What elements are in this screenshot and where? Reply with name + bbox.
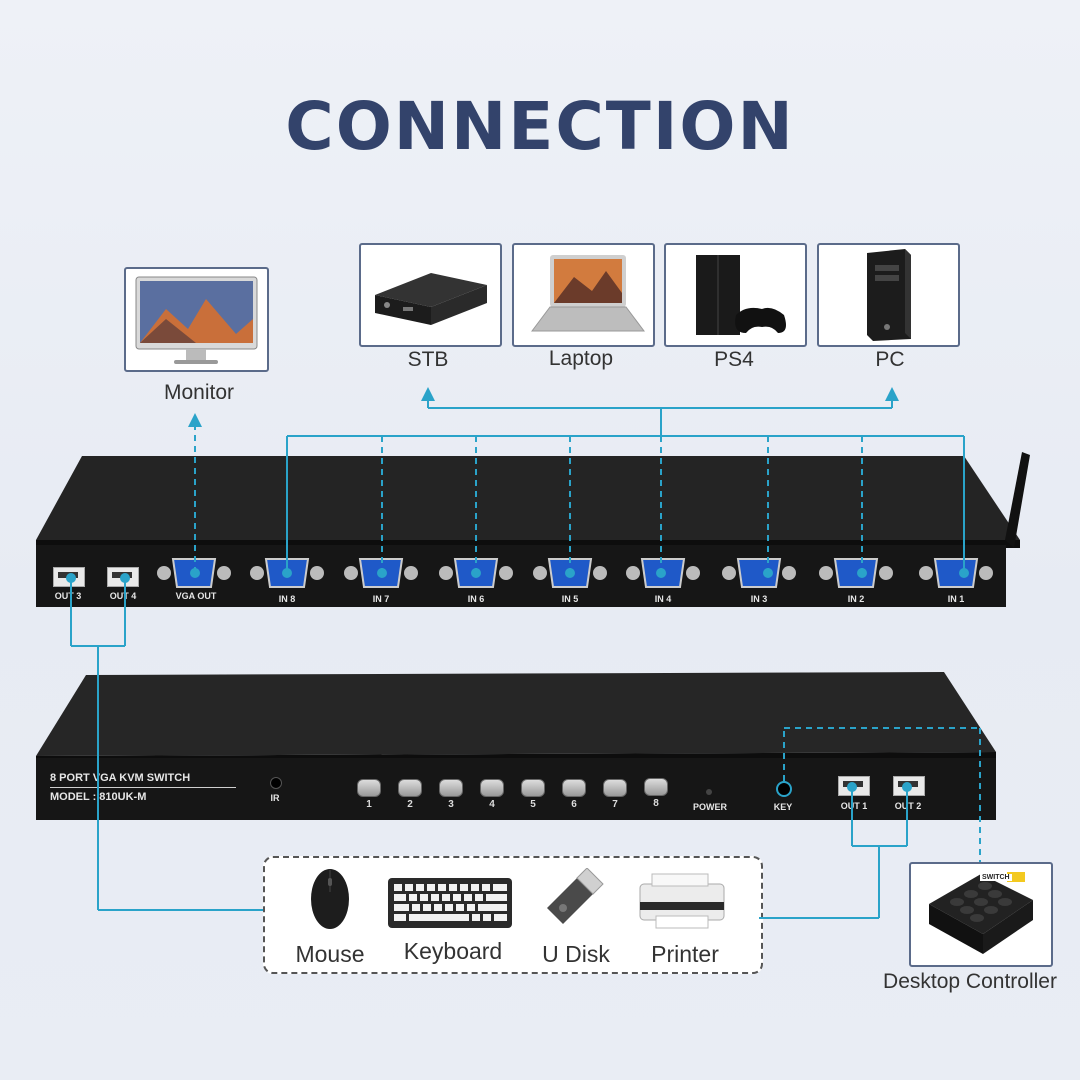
monitor-label: Monitor <box>163 381 235 404</box>
laptop-icon <box>531 255 645 332</box>
desktop-pc-icon <box>867 249 911 341</box>
monitor-card <box>124 267 269 372</box>
page-title: CONNECTION <box>285 88 795 165</box>
vga-in5-port <box>533 558 607 588</box>
switch-button-1[interactable] <box>357 779 381 797</box>
peripheral-label-printer: Printer <box>651 941 719 967</box>
vga-out-label: VGA OUT <box>175 591 217 601</box>
source-card-stb <box>359 243 502 347</box>
source-card-pc <box>817 243 960 347</box>
switch-button-3[interactable] <box>439 779 463 797</box>
vga-in3-label: IN 3 <box>750 594 768 604</box>
power-label: POWER <box>692 802 727 812</box>
vga-in2-label: IN 2 <box>847 594 865 604</box>
keyboard-icon <box>388 878 512 928</box>
vga-in1-label: IN 1 <box>947 594 965 604</box>
source-label-stb: STB <box>407 348 449 371</box>
mouse-icon <box>311 869 349 929</box>
desktop-controller-icon <box>929 872 1033 954</box>
switch-button-label-2: 2 <box>407 799 413 810</box>
switch-button-label-1: 1 <box>366 799 372 810</box>
source-label-laptop: Laptop <box>548 347 614 370</box>
vga-in3-port <box>722 558 796 588</box>
front-panel-divider <box>50 787 236 788</box>
controller-label: Desktop Controller <box>883 970 1057 993</box>
switch-button-label-3: 3 <box>448 799 454 810</box>
switch-button-label-6: 6 <box>571 799 577 810</box>
switch-button-6[interactable] <box>562 779 586 797</box>
peripheral-label-u-disk: U Disk <box>542 941 610 967</box>
vga-in6-label: IN 6 <box>467 594 485 604</box>
rear-usb-label-out3: OUT 3 <box>54 591 82 601</box>
source-label-pc: PC <box>875 348 905 371</box>
switch-button-8[interactable] <box>644 778 668 796</box>
peripheral-label-mouse: Mouse <box>295 941 365 967</box>
vga-in4-label: IN 4 <box>654 594 672 604</box>
vga-in8-label: IN 8 <box>278 594 296 604</box>
vga-in5-label: IN 5 <box>561 594 579 604</box>
switch-button-label-7: 7 <box>612 799 618 810</box>
printer-icon <box>639 873 725 929</box>
key-port <box>776 781 792 797</box>
game-console-icon <box>696 255 786 335</box>
key-label: KEY <box>773 802 793 812</box>
switch-button-7[interactable] <box>603 779 627 797</box>
vga-in1-port <box>919 558 993 588</box>
front-usb-label-out1: OUT 1 <box>840 801 868 811</box>
usb-drive-icon <box>547 868 604 924</box>
switch-button-2[interactable] <box>398 779 422 797</box>
vga-in7-label: IN 7 <box>372 594 390 604</box>
source-label-ps4: PS4 <box>714 348 754 371</box>
switch-button-label-8: 8 <box>653 798 659 809</box>
ir-sensor <box>270 777 282 789</box>
set-top-box-icon <box>375 273 487 325</box>
switch-button-4[interactable] <box>480 779 504 797</box>
front-panel <box>36 758 996 820</box>
rear-usb-label-out4: OUT 4 <box>109 591 137 601</box>
vga-in2-port <box>819 558 893 588</box>
controller-card <box>909 862 1053 967</box>
front-panel-name: 8 PORT VGA KVM SWITCH <box>50 772 191 784</box>
monitor-icon <box>135 276 258 364</box>
switch-button-label-5: 5 <box>530 799 536 810</box>
switch-button-label-4: 4 <box>489 799 495 810</box>
controller-badge: SWITCH <box>980 874 1012 881</box>
source-card-laptop <box>512 243 655 347</box>
ir-label: IR <box>270 793 280 803</box>
source-card-ps4 <box>664 243 807 347</box>
switch-button-5[interactable] <box>521 779 545 797</box>
peripheral-label-keyboard: Keyboard <box>403 938 503 964</box>
power-led <box>706 789 712 795</box>
